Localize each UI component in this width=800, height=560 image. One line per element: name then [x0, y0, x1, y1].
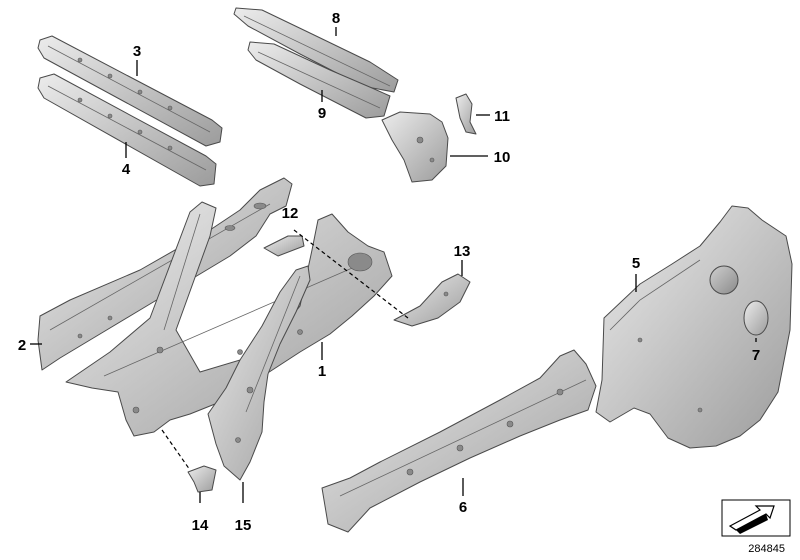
callout-9: 9 — [318, 105, 326, 122]
part-13-bracket — [393, 273, 471, 327]
callout-8: 8 — [332, 10, 340, 27]
part-4-rail — [37, 73, 217, 187]
callout-3: 3 — [133, 43, 141, 60]
reference-box: 284845 — [721, 499, 791, 555]
part-12-bracket — [263, 235, 305, 257]
callout-11: 11 — [494, 108, 510, 125]
callout-12: 12 — [282, 205, 299, 222]
callout-labels: 1 2 3 4 5 6 7 8 9 10 11 12 13 14 15 — [18, 10, 760, 534]
reference-number: 284845 — [748, 543, 785, 555]
callout-2: 2 — [18, 337, 26, 354]
part-3-rail — [37, 35, 223, 147]
arrow-icon — [728, 505, 775, 534]
part-7-flap — [743, 300, 769, 336]
callout-10: 10 — [494, 149, 511, 166]
part-1-side-frame — [65, 201, 393, 437]
part-6-sill — [321, 349, 597, 533]
part-5-quarter-panel — [595, 205, 793, 449]
callout-1: 1 — [318, 363, 326, 380]
leader-lines — [30, 27, 757, 503]
part-8-channel — [233, 7, 399, 93]
callout-15: 15 — [235, 517, 252, 534]
callout-13: 13 — [454, 243, 471, 260]
part-10-bracket — [381, 111, 449, 183]
callout-7: 7 — [752, 347, 760, 364]
part-15-pillar — [207, 265, 311, 481]
callout-6: 6 — [459, 499, 467, 516]
callout-4: 4 — [122, 161, 131, 178]
callout-14: 14 — [192, 517, 209, 534]
part-11-clip — [455, 93, 477, 135]
callout-5: 5 — [632, 255, 640, 272]
part-14-clip — [187, 465, 217, 493]
part-9-channel — [247, 41, 391, 119]
